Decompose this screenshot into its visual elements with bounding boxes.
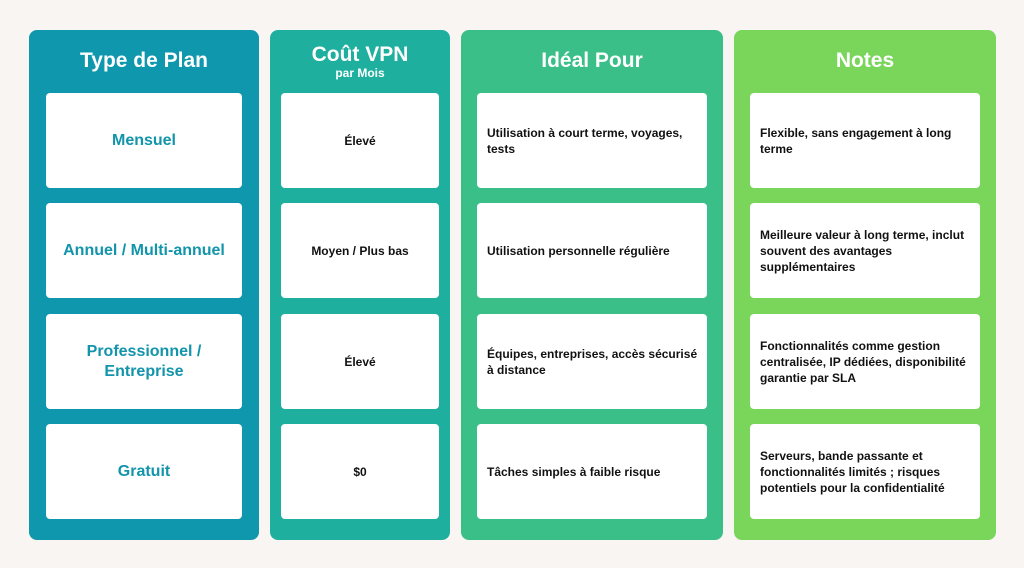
ideal-text: Utilisation personnelle régulière [487, 243, 670, 258]
ideal-card: Équipes, entreprises, accès sécurisé à d… [477, 314, 707, 409]
cost-value: Moyen / Plus bas [311, 243, 409, 258]
column-title: Notes [835, 49, 895, 72]
notes-card: Flexible, sans engagement à long terme [750, 93, 980, 188]
column-header: Idéal Pour [461, 30, 723, 92]
notes-card: Meilleure valeur à long terme, inclut so… [750, 203, 980, 298]
column-header: Coût VPN par Mois [270, 30, 450, 92]
cost-card: $0 [281, 424, 439, 519]
column-title: Type de Plan [80, 49, 208, 72]
plan-name: Mensuel [111, 131, 176, 149]
column-title: Coût VPN [311, 42, 409, 66]
cost-value: $0 [353, 464, 367, 479]
plan-name: Annuel / Multi-annuel [63, 241, 225, 259]
column-plan-type: Type de Plan Mensuel Annuel / Multi-annu… [29, 30, 259, 540]
plan-name: Professionnel / Entreprise [86, 342, 202, 380]
column-ideal-for: Idéal Pour Utilisation à court terme, vo… [461, 30, 723, 540]
ideal-text: Utilisation à court terme, voyages, test… [487, 125, 683, 156]
plan-card: Gratuit [46, 424, 242, 519]
column-title: Idéal Pour [541, 49, 643, 72]
notes-text: Fonctionnalités comme gestion centralisé… [760, 338, 966, 385]
column-vpn-cost: Coût VPN par Mois Élevé Moyen / Plus bas… [270, 30, 450, 540]
cost-card: Élevé [281, 314, 439, 409]
column-header: Type de Plan [29, 30, 259, 92]
column-header: Notes [734, 30, 996, 92]
notes-text: Flexible, sans engagement à long terme [760, 125, 952, 156]
notes-text: Serveurs, bande passante et fonctionnali… [760, 448, 945, 495]
cost-value: Élevé [344, 133, 376, 148]
column-subtitle: par Mois [335, 65, 385, 80]
notes-card: Serveurs, bande passante et fonctionnali… [750, 424, 980, 519]
plan-card: Annuel / Multi-annuel [46, 203, 242, 298]
cost-card: Élevé [281, 93, 439, 188]
ideal-card: Utilisation à court terme, voyages, test… [477, 93, 707, 188]
plan-name: Gratuit [117, 462, 171, 480]
ideal-text: Tâches simples à faible risque [487, 464, 661, 479]
plan-card: Mensuel [46, 93, 242, 188]
cost-card: Moyen / Plus bas [281, 203, 439, 298]
plan-card: Professionnel / Entreprise [46, 314, 242, 409]
notes-text: Meilleure valeur à long terme, inclut so… [760, 227, 965, 274]
cost-value: Élevé [344, 354, 376, 369]
ideal-text: Équipes, entreprises, accès sécurisé à d… [487, 346, 698, 377]
column-notes: Notes Flexible, sans engagement à long t… [734, 30, 996, 540]
ideal-card: Tâches simples à faible risque [477, 424, 707, 519]
ideal-card: Utilisation personnelle régulière [477, 203, 707, 298]
notes-card: Fonctionnalités comme gestion centralisé… [750, 314, 980, 409]
